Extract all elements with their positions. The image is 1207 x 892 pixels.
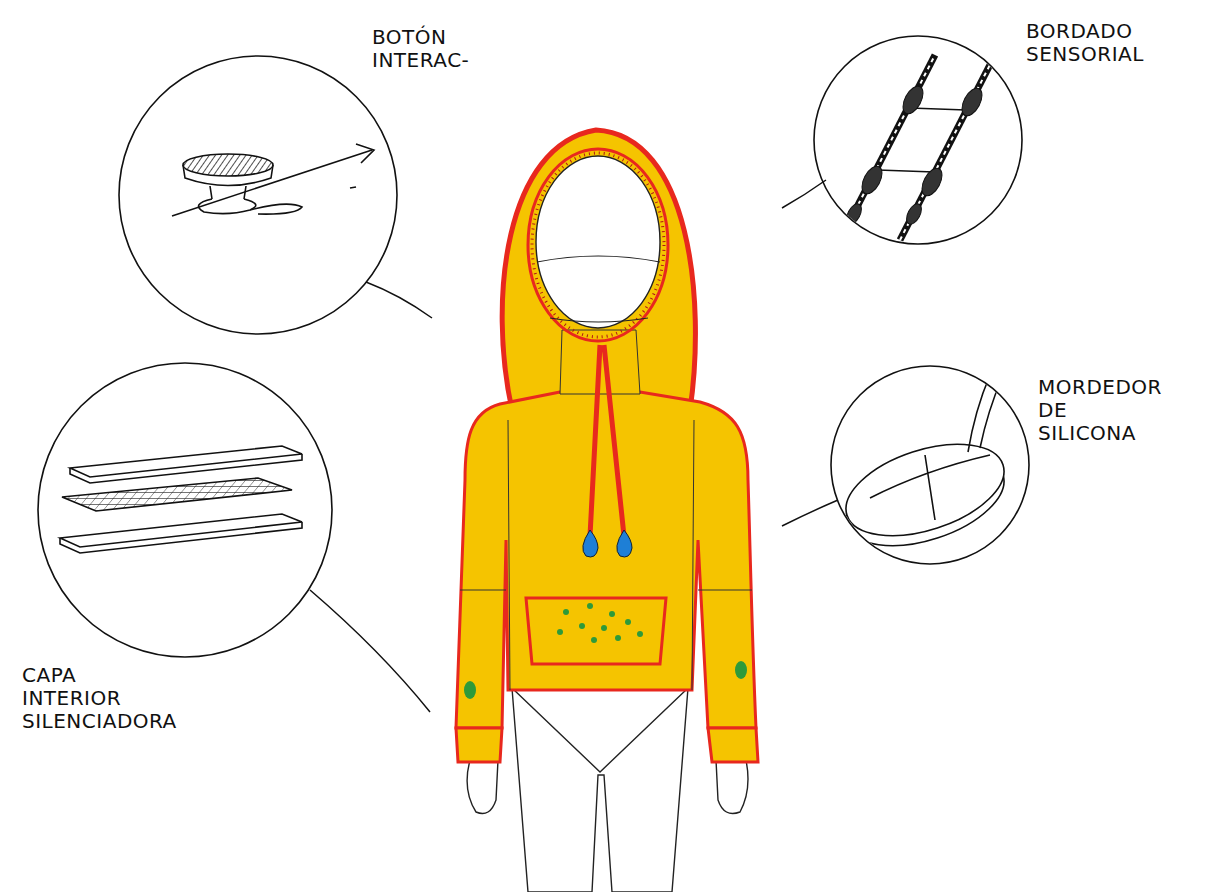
leader-line (366, 282, 432, 318)
circle-outline (831, 366, 1029, 564)
layer-detail (60, 446, 302, 553)
circle-outline (830, 365, 1030, 565)
leader-line (782, 180, 826, 208)
circle-outline (814, 36, 1022, 244)
mannequin (467, 688, 748, 892)
teether-detail (835, 375, 1016, 563)
button-detail (172, 144, 374, 216)
callout-label: MORDEDOR DE SILICONA (1038, 376, 1162, 445)
hoodie (456, 130, 758, 762)
detail-circle: BOTÓN INTERAC- (118, 55, 398, 335)
callout-label: BORDADO SENSORIAL (1026, 20, 1144, 66)
leader-line (782, 500, 838, 526)
leader-line (310, 590, 430, 712)
detail-circle: BORDADO SENSORIAL (813, 35, 1023, 245)
detail-circle: MORDEDOR DE SILICONA (830, 365, 1030, 565)
circle-outline (813, 35, 1023, 245)
circle-outline (37, 362, 333, 658)
circle-outline (38, 363, 332, 657)
detail-circle: CAPA INTERIOR SILENCIADORA (37, 362, 333, 658)
callout-label: CAPA INTERIOR SILENCIADORA (22, 664, 177, 733)
circle-outline (119, 56, 397, 334)
circle-outline (118, 55, 398, 335)
embroidery-detail (840, 55, 995, 240)
callout-label: BOTÓN INTERAC- (372, 26, 469, 72)
